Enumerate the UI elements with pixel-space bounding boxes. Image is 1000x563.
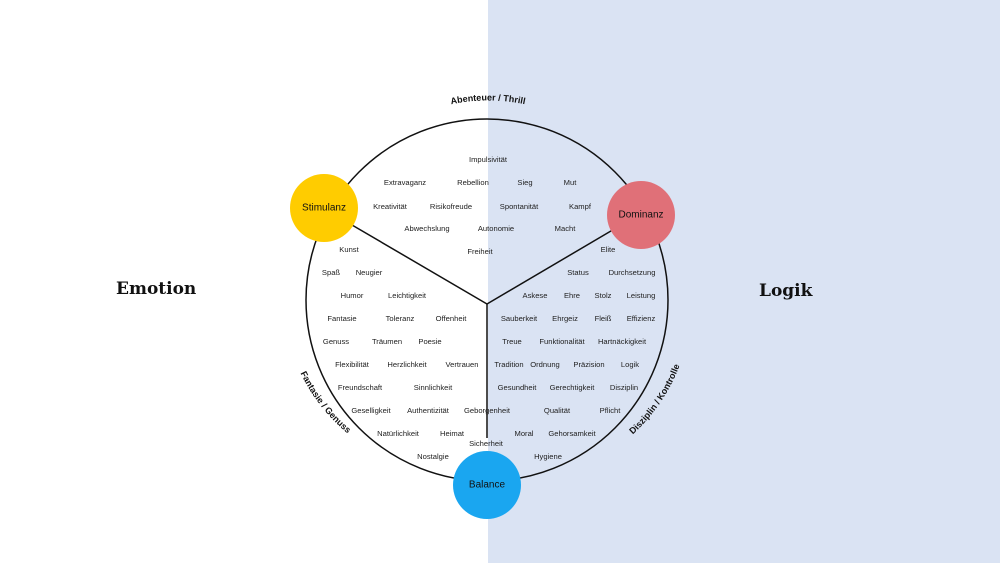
balance-label: Balance [469,480,506,491]
word-left: Offenheit [436,314,468,323]
arc-label-top: Abenteuer / Thrill [450,92,527,106]
word-right: Effizienz [627,314,656,323]
dominanz-label: Dominanz [618,210,663,221]
dominanz-circle [607,181,675,249]
right-words: Elite Status Durchsetzung Askese Ehre St… [494,245,655,461]
word-left: Nostalgie [417,452,449,461]
word-left: Heimat [440,429,465,438]
word-right: Gerechtigkeit [550,383,596,392]
word-left: Vertrauen [446,360,479,369]
word-right: Ordnung [530,360,560,369]
word-left: Geborgenheit [464,406,511,415]
word-right: Ehre [564,291,580,300]
word-left: Freundschaft [338,383,383,392]
word-right: Präzision [573,360,604,369]
arc-label-right: Disziplin / Kontrolle [627,362,681,436]
word-left: Sicherheit [469,439,504,448]
stimulanz-circle [290,174,358,242]
word-top: Abwechslung [404,224,449,233]
word-left: Sinnlichkeit [414,383,453,392]
word-top: Extravaganz [384,178,426,187]
word-right: Leistung [627,291,656,300]
word-left: Kunst [339,245,359,254]
word-right: Durchsetzung [609,268,656,277]
logic-label: Logik [759,281,813,301]
word-top: Macht [555,224,577,233]
word-left: Toleranz [386,314,415,323]
top-words: Impulsivität Extravaganz Rebellion Sieg … [373,155,592,256]
divider-line-left [351,224,488,305]
word-left: Fantasie [327,314,356,323]
word-right: Fleiß [595,314,612,323]
word-left: Geselligkeit [351,406,391,415]
stimulanz-label: Stimulanz [302,203,346,214]
word-top: Mut [564,178,578,187]
word-top: Autonomie [478,224,514,233]
word-right: Ehrgeiz [552,314,578,323]
dominanz-node: Dominanz [607,181,675,249]
word-left: Natürlichkeit [377,429,420,438]
word-right: Status [567,268,589,277]
word-right: Gehorsamkeit [548,429,596,438]
word-top: Freiheit [467,247,493,256]
word-right: Hartnäckigkeit [598,337,647,346]
arc-label-left: Fantasie / Genuss [299,369,353,435]
word-left: Träumen [372,337,402,346]
word-right: Funktionalität [539,337,585,346]
word-top: Sieg [517,178,532,187]
word-right: Tradition [494,360,523,369]
balance-circle [453,451,521,519]
emotion-label: Emotion [116,279,197,299]
word-right: Askese [523,291,548,300]
word-top: Kreativität [373,202,408,211]
word-left: Authentizität [407,406,450,415]
word-top: Risikofreude [430,202,472,211]
word-left: Humor [341,291,364,300]
word-left: Flexibilität [335,360,370,369]
word-right: Pflicht [600,406,622,415]
word-right: Moral [515,429,534,438]
word-left: Genuss [323,337,349,346]
word-right: Hygiene [534,452,562,461]
word-left: Neugier [356,268,383,277]
word-right: Disziplin [610,383,638,392]
balance-node: Balance [453,451,521,519]
word-top: Spontanität [500,202,539,211]
word-top: Rebellion [457,178,489,187]
logic-background [488,0,1000,563]
word-left: Leichtigkeit [388,291,427,300]
word-right: Treue [502,337,522,346]
word-right: Gesundheit [498,383,538,392]
word-right: Logik [621,360,639,369]
word-left: Spaß [322,268,341,277]
word-right: Qualität [544,406,571,415]
divider-line-right [486,227,617,305]
word-right: Stolz [595,291,612,300]
word-right: Sauberkeit [501,314,538,323]
left-words: Kunst Spaß Neugier Humor Leichtigkeit Fa… [322,245,511,461]
word-right: Elite [601,245,616,254]
word-left: Poesie [418,337,441,346]
word-top: Impulsivität [469,155,508,164]
word-left: Herzlichkeit [387,360,427,369]
stimulanz-node: Stimulanz [290,174,358,242]
word-top: Kampf [569,202,592,211]
